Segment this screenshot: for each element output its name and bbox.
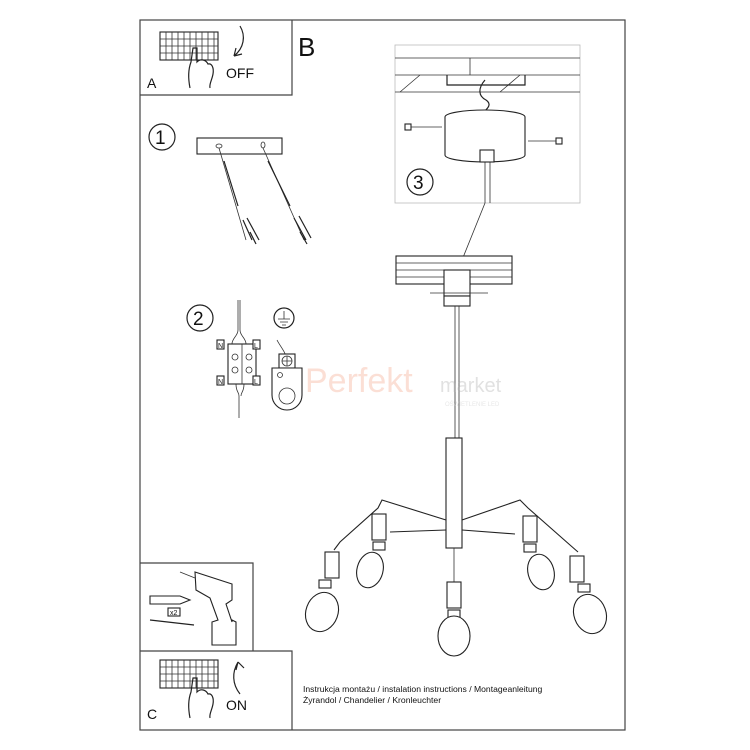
panel-c-label: C xyxy=(147,706,157,722)
live-label-top: L xyxy=(254,343,258,350)
screw-icon xyxy=(149,619,195,626)
panel-a-label: A xyxy=(147,75,157,91)
breaker-box-icon xyxy=(159,31,219,61)
arrow-down-icon xyxy=(233,25,244,57)
panel-b-label: B xyxy=(298,32,315,62)
breaker-box-icon xyxy=(159,659,219,689)
step-2-wiring: 2 N L N L xyxy=(186,300,303,418)
footer-title-line-2: Żyrandol / Chandelier / Kronleuchter xyxy=(303,695,442,705)
svg-text:Perfekt: Perfekt xyxy=(305,362,413,400)
screw-icon xyxy=(528,137,563,145)
drill-icon xyxy=(179,571,237,646)
screw-icon xyxy=(404,123,442,131)
neutral-label-top: N xyxy=(218,343,223,350)
svg-text:market: market xyxy=(440,375,502,397)
step-3-ceiling-detail: 3 xyxy=(394,44,581,204)
terminal-block xyxy=(227,343,257,385)
hand-icon xyxy=(188,677,214,719)
live-label-bottom: L xyxy=(254,379,258,386)
wall-plug-icon xyxy=(149,595,192,605)
socket xyxy=(569,555,585,583)
step-1-drill-mount: 1 xyxy=(148,123,312,245)
chandelier-illustration xyxy=(304,255,608,657)
socket xyxy=(324,551,340,579)
wall-plug-screw-icon xyxy=(262,147,312,245)
step-1-number: 1 xyxy=(155,128,166,149)
svg-text:OŚWIETLENIE LED: OŚWIETLENIE LED xyxy=(445,400,500,408)
light-bulb-icon xyxy=(437,609,471,657)
light-bulb-icon xyxy=(572,583,608,635)
socket xyxy=(522,515,538,543)
on-label: ON xyxy=(226,697,247,713)
light-bulb-icon xyxy=(304,579,340,633)
arrow-up-icon xyxy=(233,661,245,695)
socket xyxy=(371,513,387,541)
watermark-logo: Perfekt market OŚWIETLENIE LED xyxy=(305,362,502,408)
light-bulb-icon xyxy=(523,543,555,591)
step-2-number: 2 xyxy=(193,309,204,330)
socket xyxy=(446,581,462,609)
wall-plug-screw-icon xyxy=(218,147,260,245)
neutral-label-bottom: N xyxy=(218,379,223,386)
hand-icon xyxy=(188,47,214,89)
panel-a-power-off: A OFF xyxy=(140,20,293,96)
panel-c-power-on: C ON xyxy=(140,650,293,730)
light-bulb-icon xyxy=(356,541,386,589)
page-frame xyxy=(139,19,626,731)
tools-panel: x2 xyxy=(140,562,254,651)
off-label: OFF xyxy=(226,65,254,81)
footer-title-line-1: Instrukcja montażu / instalation instruc… xyxy=(303,684,543,694)
mounting-bracket xyxy=(196,137,283,155)
earth-ground-icon xyxy=(273,307,295,329)
quantity-label: x2 xyxy=(170,610,178,617)
ground-terminal xyxy=(271,353,303,411)
step-3-number: 3 xyxy=(413,173,424,194)
